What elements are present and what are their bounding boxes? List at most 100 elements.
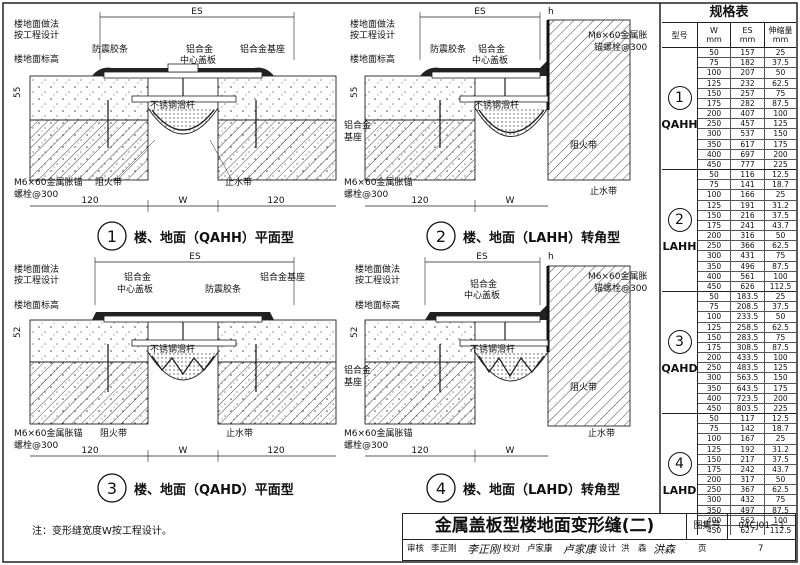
p3-title: 楼、地面（QAHD）平面型 <box>134 482 294 498</box>
spec-cell-w: 75 <box>698 58 731 68</box>
spec-cell-w: 175 <box>698 464 731 475</box>
spec-cell-es: 723.5 <box>731 393 765 403</box>
p1-num: 1 <box>107 227 117 246</box>
spec-cell-w: 450 <box>698 403 731 414</box>
p2-label-floor-method: 楼地面做法 <box>350 18 395 30</box>
atlas-number: 04CJ01－1 <box>738 521 785 531</box>
spec-cell-w: 250 <box>698 119 731 129</box>
p1-label-al-cover2: 中心盖板 <box>180 54 216 66</box>
spec-cell-es: 643.5 <box>731 383 765 393</box>
p4-label-anchor: M6×60金属胀锚 <box>344 427 413 439</box>
spec-cell-stretch: 18.7 <box>772 424 789 434</box>
p4-label-al-cover: 铝合金 <box>470 278 497 290</box>
spec-group-number: 4 <box>667 452 692 476</box>
spec-cell-stretch: 50 <box>775 475 786 485</box>
spec-cell-es: 207 <box>731 68 765 78</box>
spec-cell-w: 350 <box>698 505 731 515</box>
spec-group-number: 1 <box>667 86 692 110</box>
spec-cell-es: 282 <box>731 98 765 109</box>
spec-cell-es: 208.5 <box>731 302 765 312</box>
spec-cell-w: 250 <box>698 363 731 373</box>
spec-header: 型号 W mm ES mm 伸缩量 mm <box>662 23 796 48</box>
spec-cell-stretch: 50 <box>775 231 786 241</box>
p3-label-anchor: M6×60金属胀锚 <box>14 427 83 439</box>
spec-group-code: QAHD <box>661 362 698 375</box>
p3-label-floor-level: 楼地面标高 <box>14 299 59 311</box>
spec-cell-stretch: 100 <box>773 271 788 281</box>
p4-title: 楼、地面（LAHD）转角型 <box>463 482 620 498</box>
spec-cell-w: 450 <box>698 159 731 170</box>
spec-cell-stretch: 75 <box>775 251 786 261</box>
p1-label-water-stop: 止水带 <box>225 176 252 188</box>
spec-cell-es: 233.5 <box>731 312 765 322</box>
p1-dim-120a: 120 <box>81 196 98 206</box>
spec-cell-w: 200 <box>698 231 731 241</box>
spec-cell-stretch: 62.5 <box>772 241 789 251</box>
spec-cell-es: 537 <box>731 129 765 139</box>
spec-cell-w: 100 <box>698 312 731 322</box>
spec-cell-w: 125 <box>698 444 731 454</box>
spec-cell-stretch: 200 <box>773 149 788 159</box>
spec-cell-es: 142 <box>731 424 765 434</box>
spec-cell-w: 150 <box>698 88 731 98</box>
p2-h-dim: h <box>548 7 554 17</box>
p2-dim-120: 120 <box>411 196 428 206</box>
p2-label-al-cover: 铝合金 <box>478 43 505 55</box>
spec-cell-es: 157 <box>731 48 765 58</box>
spec-cell-es: 561 <box>731 271 765 281</box>
spec-cell-w: 300 <box>698 251 731 261</box>
spec-cell-w: 250 <box>698 241 731 251</box>
spec-cell-stretch: 100 <box>773 353 788 363</box>
spec-cell-w: 350 <box>698 383 731 393</box>
p4-label-water-stop: 止水带 <box>588 427 615 439</box>
spec-cell-stretch: 150 <box>773 373 788 383</box>
spec-header-w-label: W <box>710 26 718 35</box>
spec-cell-es: 183.5 <box>731 292 765 302</box>
p2-label-fire-belt: 阻火带 <box>570 140 597 151</box>
spec-cell-es: 141 <box>731 180 765 190</box>
spec-cell-stretch: 25 <box>775 48 786 58</box>
spec-cell-stretch: 75 <box>775 332 786 342</box>
spec-cell-es: 433.5 <box>731 353 765 363</box>
spec-cell-es: 283.5 <box>731 332 765 342</box>
spec-cell-stretch: 12.5 <box>772 414 789 424</box>
p3-es-dim: ES <box>189 252 201 262</box>
footnote: 注：变形缝宽度W按工程设计。 <box>32 526 172 537</box>
p4-label-fire-belt: 阻火带 <box>570 382 597 393</box>
p4-dim-w: W <box>506 446 515 456</box>
spec-cell-stretch: 87.5 <box>772 505 789 515</box>
p2-dim-55: 55 <box>350 87 360 98</box>
spec-cell-es: 697 <box>731 149 765 159</box>
p2-label-floor-method2: 按工程设计 <box>350 29 395 41</box>
panel-4-lahd-drawing: ES h 楼地面做法 按工程设计 楼地面标高 铝合金 中心盖板 M6×60金属胀… <box>344 252 648 503</box>
spec-cell-w: 250 <box>698 485 731 495</box>
spec-cell-stretch: 112.5 <box>769 525 792 535</box>
p1-label-anchor: M6×60金属胀锚 <box>14 176 83 188</box>
p3-dim-w: W <box>179 446 188 456</box>
spec-cell-w: 175 <box>698 342 731 353</box>
spec-cell-stretch: 43.7 <box>772 464 789 474</box>
p3-dim-120a: 120 <box>81 446 98 456</box>
panel-3-qahd-drawing: ES 楼地面做法 按工程设计 楼地面标高 铝合金 中心盖板 防震胶条 铝合金基座… <box>13 252 337 503</box>
spec-cell-w: 50 <box>698 414 731 424</box>
